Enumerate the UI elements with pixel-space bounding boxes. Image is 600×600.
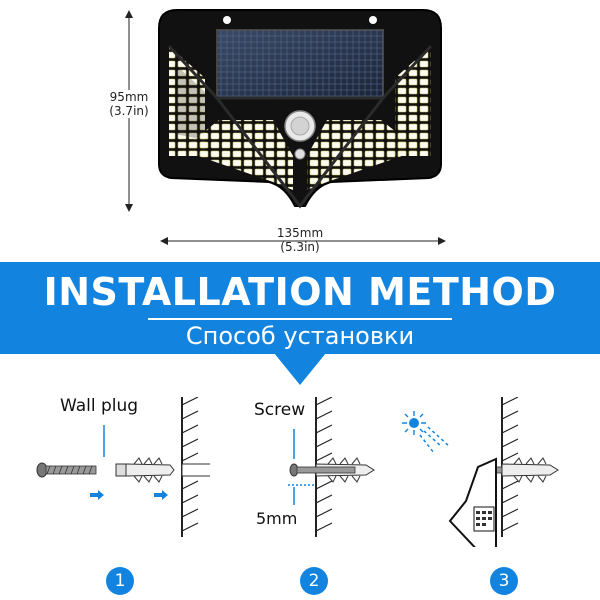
step-1-badge: 1 [106, 567, 134, 595]
arrow-right-icon [90, 490, 104, 500]
width-dimension-in: (5.3in) [280, 240, 320, 254]
step-2-gap-note: 5mm [256, 509, 298, 528]
screw-icon [36, 462, 97, 478]
solar-light-side-icon [448, 457, 497, 547]
width-dimension-mm: 135mm [268, 226, 332, 240]
installation-steps: Wall plug 1 Screw [0, 385, 600, 600]
step-1-diagram [36, 397, 210, 537]
step-3-diagram [402, 397, 559, 547]
banner-title: INSTALLATION METHOD [43, 270, 557, 314]
screw-icon [289, 463, 356, 477]
step-2-badge: 2 [300, 567, 328, 595]
height-dimension-in: (3.7in) [100, 104, 158, 118]
banner-subtitle: Способ установки [185, 322, 415, 350]
width-dimension-arrow [160, 237, 446, 245]
step-3-badge: 3 [490, 567, 518, 595]
wall-plug-icon [115, 457, 175, 483]
product-illustration: 95mm (3.7in) [0, 0, 600, 258]
banner-divider [148, 318, 452, 320]
wall-icon [181, 397, 210, 537]
banner-pointer-triangle [274, 353, 326, 385]
sun-icon [402, 411, 451, 454]
arrow-right-icon [154, 490, 168, 500]
height-dimension-mm: 95mm [100, 90, 158, 104]
step-2-label: Screw [254, 400, 306, 420]
installation-banner: INSTALLATION METHOD Способ установки [0, 262, 600, 354]
step-1-label: Wall plug [60, 396, 139, 416]
step-2-diagram [288, 397, 375, 537]
solar-light-image [158, 9, 442, 209]
